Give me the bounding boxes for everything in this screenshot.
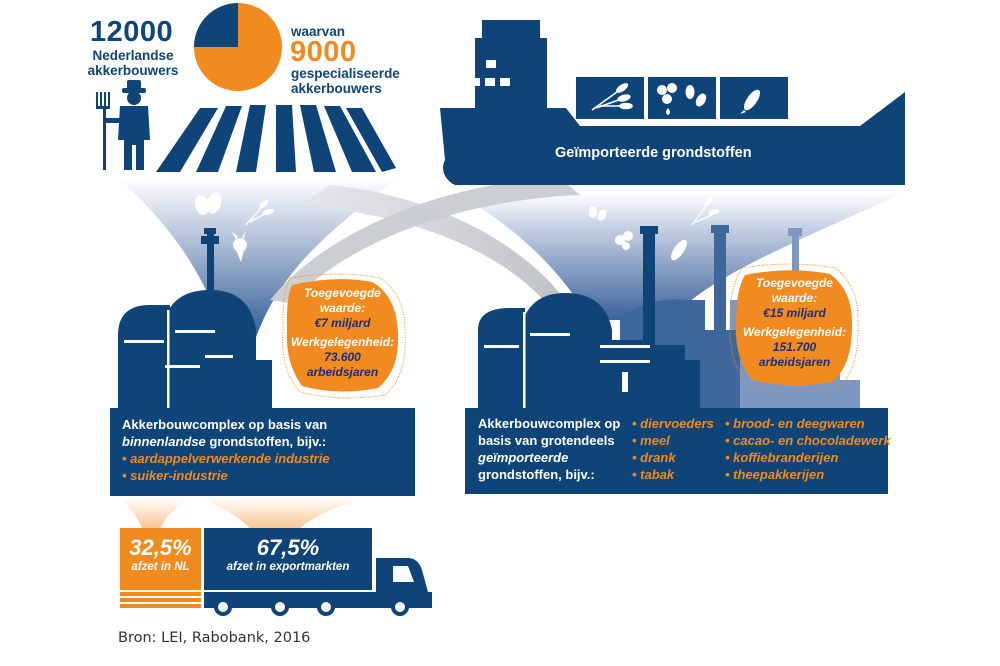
- imported-bubble-line4: Werkgelegenheid:: [742, 325, 847, 339]
- domestic-added-value: €7 miljard: [314, 316, 371, 330]
- source-note: Bron: LEI, Rabobank, 2016: [118, 630, 311, 646]
- domestic-box-text: Akkerbouwcomplex op basis van binnenland…: [122, 416, 330, 484]
- total-farmers-label: Nederlandse akkerbouwers: [78, 48, 188, 78]
- imported-example-item: • meel: [632, 433, 670, 448]
- domestic-bubble-line2: waarde:: [319, 301, 366, 315]
- specialized-farmers-label: gespecialiseerde akkerbouwers: [291, 66, 400, 96]
- specialized-label-line1: gespecialiseerde: [291, 66, 400, 81]
- imported-jobs-unit: arbeidsjaren: [758, 355, 831, 369]
- domestic-value-bubble: [282, 273, 406, 399]
- imported-box-line3-italic: geïmporteerde: [478, 450, 569, 465]
- domestic-sales-label: 32,5% afzet in NL: [120, 536, 201, 574]
- imported-example-item: • theepakkerijen: [725, 467, 825, 482]
- potato-icon: [194, 192, 222, 215]
- imported-examples-col1: • diervoeders • meel • drank • tabak: [632, 415, 714, 483]
- domestic-sales-text: afzet in NL: [131, 561, 190, 573]
- truck-export-share: [204, 528, 372, 590]
- imported-example-item: • brood- en deegwaren: [725, 416, 865, 431]
- truck-icon: [120, 528, 432, 616]
- wheat-funnel-icon: [691, 197, 720, 226]
- pie-slice-other: [194, 3, 238, 47]
- imported-example-item: • tabak: [632, 467, 675, 482]
- total-farmers-value: 12000: [90, 16, 174, 48]
- domestic-sales-value: 32,5%: [129, 535, 192, 560]
- domestic-bubble-text: Toegevoegde waarde: €7 miljard Werkgeleg…: [285, 286, 400, 380]
- soy-coffee-icon: [657, 83, 707, 115]
- imported-bubble-line2: waarde:: [771, 291, 818, 305]
- domestic-jobs-unit: arbeidsjaren: [306, 365, 379, 379]
- specialized-farmers-value: 9000: [290, 36, 357, 68]
- imported-box-description: Akkerbouwcomplex op basis van grotendeel…: [478, 415, 620, 483]
- truck-domestic-share: [120, 528, 201, 590]
- coffee-bean-icon: [589, 206, 607, 221]
- domestic-funnel: [118, 178, 398, 340]
- domestic-sales-funnel: [120, 498, 190, 535]
- imported-examples-col2: • brood- en deegwaren • cacao- en chocol…: [725, 415, 891, 483]
- imported-added-value: €15 miljard: [763, 306, 826, 320]
- domestic-jobs-value: 73.600: [324, 350, 361, 364]
- total-farmers-label-line1: Nederlandse: [92, 48, 174, 63]
- corn-icon: [740, 89, 761, 114]
- wheat-icon: [591, 83, 633, 111]
- imported-bubble-text: Toegevoegde waarde: €15 miljard Werkgele…: [737, 276, 852, 370]
- export-sales-label: 67,5% afzet in exportmarkten: [204, 536, 372, 574]
- farmer-icon: [96, 80, 150, 170]
- imported-example-item: • cacao- en chocoladewerk: [725, 433, 891, 448]
- imported-value-bubble: [729, 263, 859, 393]
- domestic-bubble-line1: Toegevoegde: [304, 286, 381, 300]
- domestic-box-line2-italic: binnenlandse: [122, 434, 206, 449]
- export-sales-value: 67,5%: [256, 535, 320, 560]
- export-sales-text: afzet in exportmarkten: [226, 561, 350, 573]
- cargo-ship: [440, 20, 905, 185]
- sugar-beet-icon: [232, 230, 247, 262]
- export-sales-funnel: [200, 498, 368, 535]
- imported-complex-box: [465, 411, 888, 494]
- specialized-prefix: waarvan: [291, 24, 346, 39]
- imported-example-item: • diervoeders: [632, 416, 714, 431]
- grain-icon: [245, 199, 274, 226]
- domestic-complex-box: [110, 411, 415, 496]
- domestic-example-item: • suiker-industrie: [122, 468, 228, 483]
- field-icon: [156, 105, 396, 172]
- domestic-box-line1: Akkerbouwcomplex op basis van: [122, 417, 328, 432]
- imported-bubble-line1: Toegevoegde: [756, 276, 833, 290]
- imported-box-line1: Akkerbouwcomplex op: [478, 416, 621, 431]
- domestic-bubble-line4: Werkgelegenheid:: [290, 335, 395, 349]
- specialized-label-line2: akkerbouwers: [291, 81, 382, 96]
- imported-box-line2: basis van grotendeels: [478, 433, 615, 448]
- domestic-box-line2-rest: grondstoffen, bijv.:: [205, 434, 327, 449]
- farmers-pie-chart: [194, 3, 282, 91]
- imported-box-line4: grondstoffen, bijv.:: [478, 467, 595, 482]
- domestic-factory-icon: [110, 228, 415, 412]
- imported-example-item: • drank: [632, 450, 676, 465]
- imported-example-item: • koffiebranderijen: [725, 450, 839, 465]
- total-farmers-label-line2: akkerbouwers: [87, 63, 179, 78]
- domestic-example-item: • aardappelverwerkende industrie: [122, 451, 330, 466]
- soybean-icon: [615, 231, 633, 250]
- corn-funnel-icon: [670, 239, 688, 261]
- imported-jobs-value: 151.700: [772, 340, 817, 354]
- ship-label: Geïmporteerde grondstoffen: [555, 145, 752, 161]
